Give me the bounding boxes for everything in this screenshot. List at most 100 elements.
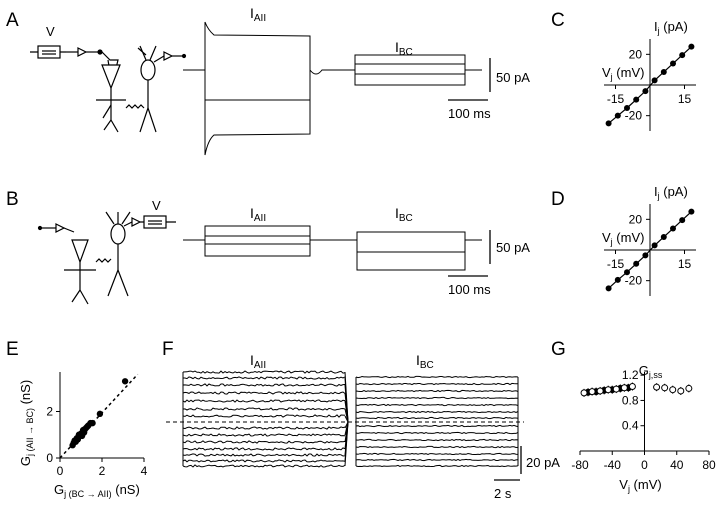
y-tick-label: -20 xyxy=(625,274,643,288)
y-tick-label: 0 xyxy=(46,451,53,465)
bc-current-trace xyxy=(355,458,519,462)
scale-current-a: 50 pA xyxy=(496,70,530,85)
aii-current-trace xyxy=(182,453,346,457)
aii-current-trace xyxy=(182,391,346,395)
open-point xyxy=(653,383,661,391)
bc-current-trace xyxy=(355,389,519,393)
data-point xyxy=(605,120,612,127)
panel-label-g: G xyxy=(551,339,566,360)
trace-label-b-aii: IAII xyxy=(250,205,266,224)
trace-label-b-bc: IBC xyxy=(395,205,413,224)
electrode-v-b: V xyxy=(152,198,161,213)
data-point xyxy=(688,208,695,215)
bc-current-trace xyxy=(355,375,519,379)
y-tick-label: 2 xyxy=(46,405,53,419)
data-point xyxy=(679,217,686,224)
aii-trace-tail xyxy=(344,408,349,423)
traces-b xyxy=(183,225,491,277)
aii-current-trace xyxy=(182,407,346,411)
aii-current-trace xyxy=(182,426,346,430)
data-point xyxy=(614,112,621,119)
bc-current-trace xyxy=(355,410,519,414)
bc-current-trace xyxy=(355,438,519,442)
data-point xyxy=(89,419,96,427)
data-point xyxy=(670,225,676,232)
data-point xyxy=(679,52,686,59)
data-point xyxy=(688,43,695,50)
x-tick-label: -15 xyxy=(607,92,625,106)
traces-f xyxy=(182,370,519,468)
data-point xyxy=(633,96,640,103)
y-axis-label: Gj,ss xyxy=(639,363,663,380)
x-tick-label: 0 xyxy=(641,458,648,472)
scale-time-f: 2 s xyxy=(494,486,512,501)
iv-fit-line xyxy=(608,211,692,289)
panel-label-d: D xyxy=(551,189,565,210)
trace-label-f-bc: IBC xyxy=(416,352,434,371)
y-tick-label: 0.8 xyxy=(622,393,639,407)
scale-current-f: 20 pA xyxy=(526,455,560,470)
bc-current-trace xyxy=(355,464,519,468)
iv-fit-line xyxy=(608,46,692,124)
x-tick-label: 2 xyxy=(99,464,106,478)
x-tick-label: -80 xyxy=(571,458,589,472)
data-point xyxy=(642,88,649,95)
aii-current-trace xyxy=(182,459,346,463)
data-point xyxy=(121,378,129,385)
aii-trace-tail xyxy=(344,415,349,423)
panel-label-e: E xyxy=(6,339,19,360)
data-point xyxy=(642,252,649,259)
trace-label-a-bc: IBC xyxy=(395,39,413,58)
y-tick-label: 20 xyxy=(629,212,643,226)
traces-a xyxy=(183,21,491,156)
panel-label-b: B xyxy=(6,189,19,210)
scale-current-b: 50 pA xyxy=(496,240,530,255)
y-axis-label: Ij (pA) xyxy=(654,19,688,36)
open-point xyxy=(628,383,636,391)
x-tick-label: 15 xyxy=(678,92,692,106)
open-point xyxy=(604,386,612,394)
aii-trace-tail xyxy=(344,421,349,467)
bc-current-trace xyxy=(355,445,519,449)
x-tick-label: 0 xyxy=(57,464,64,478)
bc-current-trace xyxy=(355,403,519,407)
x-tick-label: 80 xyxy=(702,458,716,472)
trace-label-f-aii: IAII xyxy=(250,352,266,371)
electrode-v-a: V xyxy=(46,24,55,39)
data-point xyxy=(670,60,676,67)
open-point xyxy=(596,387,604,395)
data-point xyxy=(605,285,612,292)
aii-current-trace xyxy=(182,370,346,374)
aii-current-trace xyxy=(183,376,346,380)
x-tick-label: -15 xyxy=(607,257,625,271)
y-axis-label: Ij (pA) xyxy=(654,184,688,201)
open-point xyxy=(669,386,677,394)
data-point xyxy=(651,242,658,249)
x-tick-label: 4 xyxy=(141,464,148,478)
data-point xyxy=(96,410,104,418)
open-point xyxy=(661,384,669,392)
bc-current-trace xyxy=(355,431,519,435)
trace-label-a-aii: IAII xyxy=(250,5,266,24)
y-axis-label: Gj (AII → BC) (nS) xyxy=(18,380,35,466)
y-tick-label: 1.2 xyxy=(622,368,639,382)
scale-time-a: 100 ms xyxy=(448,106,491,121)
aii-current-trace xyxy=(182,433,346,437)
y-tick-label: 0.4 xyxy=(622,419,639,433)
open-point xyxy=(588,388,596,396)
open-point xyxy=(677,387,685,395)
schematic-b xyxy=(37,211,176,305)
panel-label-c: C xyxy=(551,10,565,31)
open-point xyxy=(580,389,588,397)
aii-current-trace xyxy=(182,414,346,418)
panel-label-f: F xyxy=(162,339,174,360)
data-point xyxy=(614,276,621,283)
data-point xyxy=(660,68,667,75)
open-point xyxy=(620,384,628,392)
open-point xyxy=(612,385,620,393)
